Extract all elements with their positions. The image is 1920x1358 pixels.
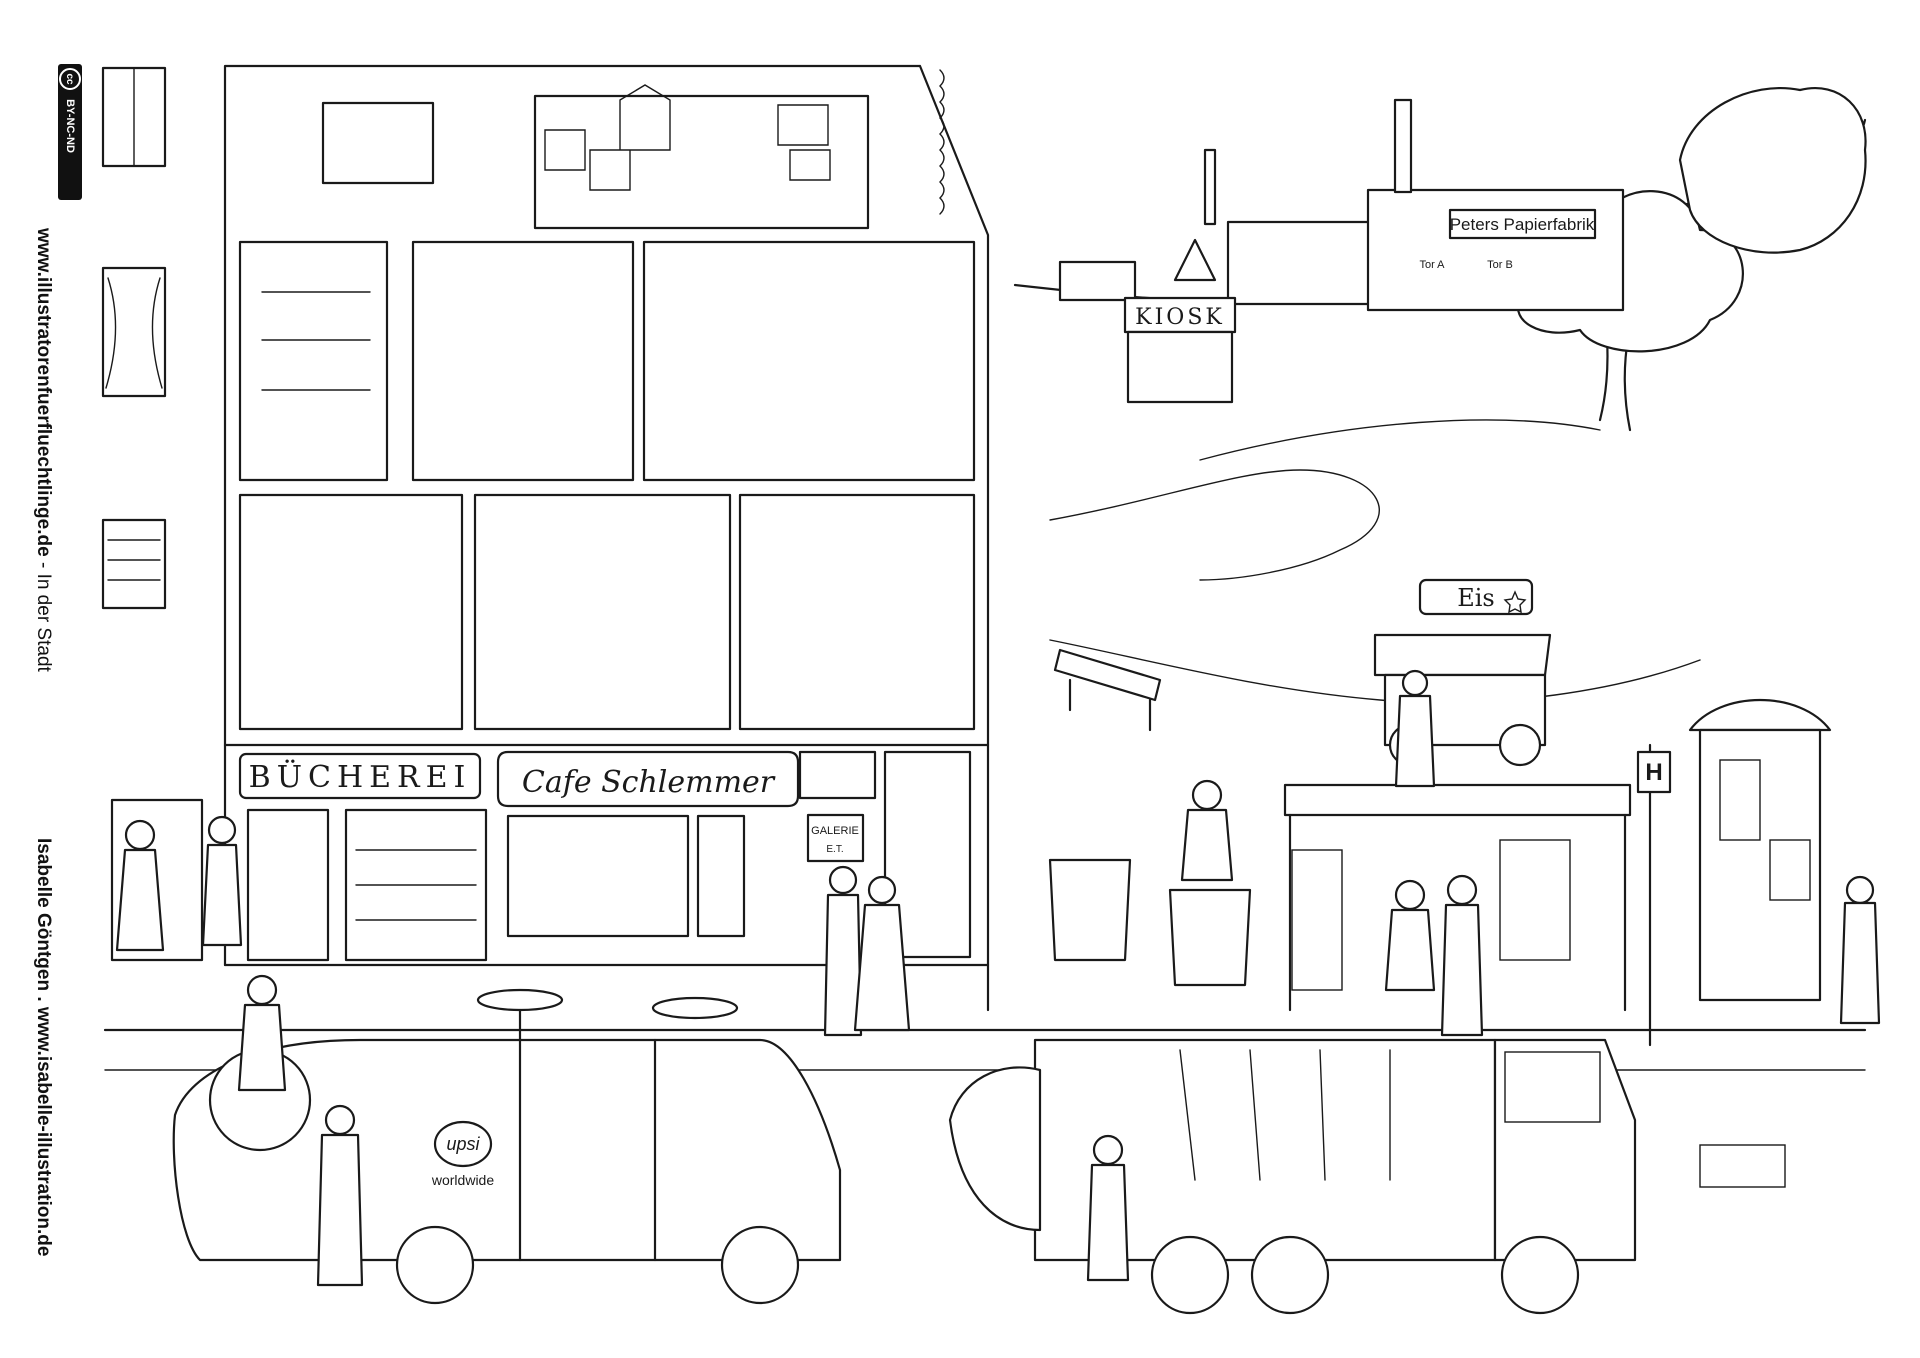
garbage-truck xyxy=(948,1038,1637,1315)
library-shop: BÜCHEREI xyxy=(238,752,488,962)
park-hill xyxy=(1013,87,1867,732)
van-logo: upsi xyxy=(446,1134,480,1154)
people xyxy=(115,669,1881,1287)
paper-factory: Peters Papierfabrik Tor A Tor B xyxy=(1058,98,1625,312)
factory-gate-b: Tor B xyxy=(1487,259,1513,271)
apartment-building xyxy=(223,64,990,1012)
cafe-sign: Cafe Schlemmer xyxy=(522,765,776,800)
factory-sign: Peters Papierfabrik xyxy=(1450,215,1595,234)
factory-gate-a: Tor A xyxy=(1419,259,1445,271)
van-tagline: worldwide xyxy=(431,1172,494,1188)
neighbour-building-left xyxy=(101,66,167,610)
kiosk: KIOSK xyxy=(1123,238,1237,404)
license-badge: cc BY-NC-ND xyxy=(58,64,82,200)
bus-stop-icon: H xyxy=(1645,759,1662,786)
kiosk-sign: KIOSK xyxy=(1135,305,1225,330)
ice-cream-sign: Eis xyxy=(1457,584,1495,612)
gallery-sign: GALERIE xyxy=(811,825,859,837)
cafe-shop: Cafe Schlemmer xyxy=(476,750,800,1062)
advertising-column xyxy=(1688,698,1832,1002)
waste-bins xyxy=(1048,858,1252,987)
star-icon xyxy=(1503,590,1527,614)
bus-stop-shelter: H xyxy=(1283,743,1672,1047)
library-sign: BÜCHEREI xyxy=(249,759,472,795)
ice-cream-truck: Eis xyxy=(1373,578,1552,767)
gallery-sign-subtitle: E.T. xyxy=(826,844,843,855)
